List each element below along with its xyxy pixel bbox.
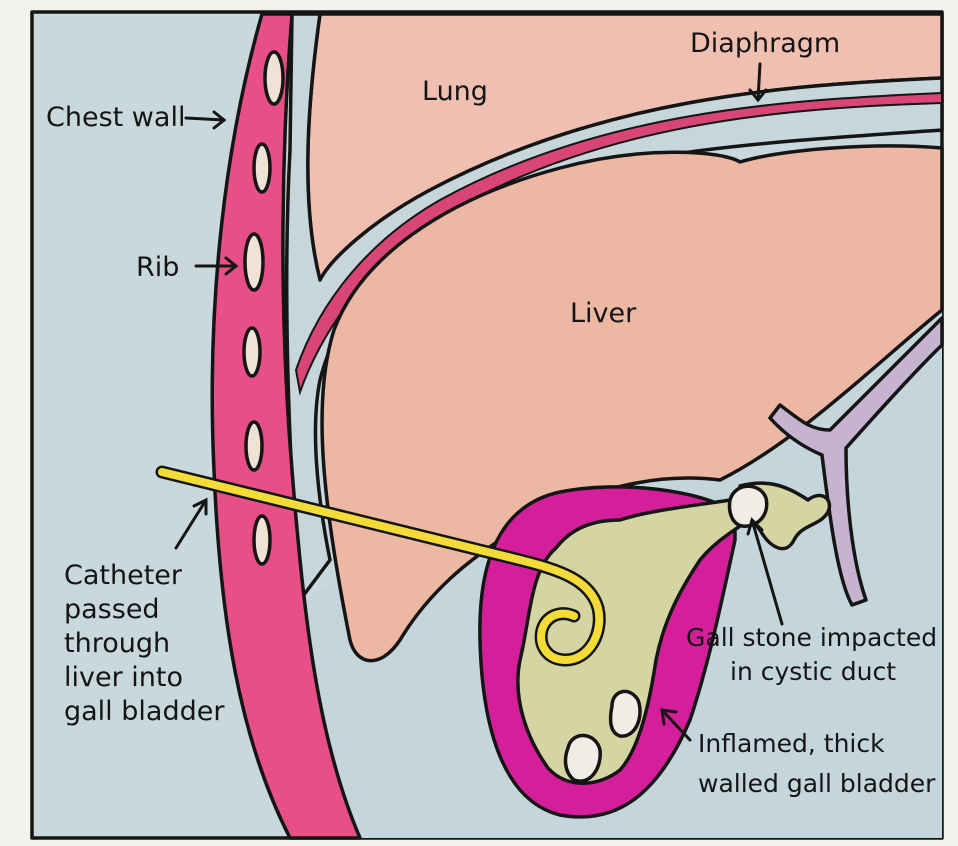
svg-text:in cystic duct: in cystic duct <box>730 657 896 686</box>
rib <box>254 516 270 564</box>
rib <box>246 422 262 470</box>
stone <box>566 735 601 781</box>
svg-text:Inflamed, thick: Inflamed, thick <box>698 729 885 758</box>
label-rib: Rib <box>136 252 179 283</box>
rib <box>244 328 260 376</box>
svg-text:walled gall bladder: walled gall bladder <box>698 769 936 798</box>
label-liver: Liver <box>570 298 637 329</box>
rib <box>254 144 270 192</box>
impacted-stone <box>730 486 767 526</box>
stone <box>610 691 640 736</box>
svg-text:Gall stone impacted: Gall stone impacted <box>686 623 937 652</box>
label-diaphragm: Diaphragm <box>690 28 840 59</box>
rib <box>245 234 263 290</box>
rib <box>265 52 283 104</box>
svg-text:through: through <box>64 628 170 659</box>
label-chest-wall: Chest wall <box>46 102 185 133</box>
svg-text:gall bladder: gall bladder <box>64 696 225 727</box>
svg-text:liver into: liver into <box>64 662 183 693</box>
svg-text:Catheter: Catheter <box>64 560 183 591</box>
svg-text:passed: passed <box>64 594 160 625</box>
label-lung: Lung <box>422 76 488 107</box>
